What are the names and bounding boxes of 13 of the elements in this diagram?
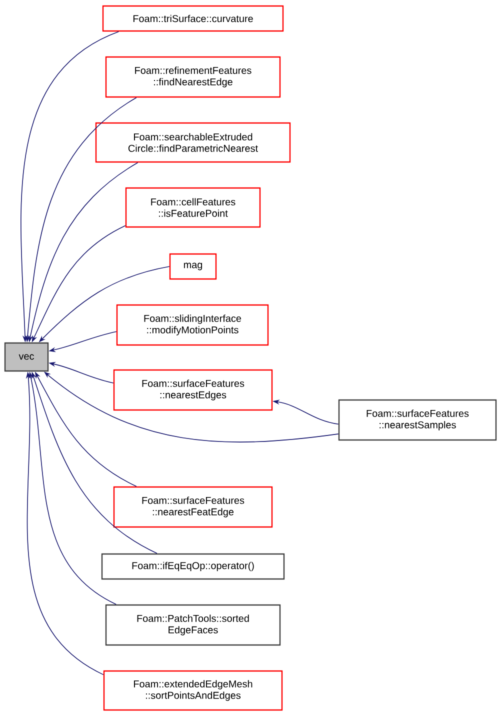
function-box: Foam::slidingInterface ::modifyMotionPoints (116, 304, 269, 346)
function-box: Foam::surfaceFeatures ::nearestSamples (338, 399, 497, 441)
function-box: Foam::triSurface::curvature (102, 5, 284, 32)
function-box: Foam::searchableExtruded Circle::findParametricNearest (95, 122, 291, 163)
function-box: Foam::ifEqEqOp::operator() (101, 553, 285, 580)
function-box: Foam::extendedEdgeMesh ::sortPointsAndEdges (103, 670, 283, 711)
function-box: Foam::PatchTools::sorted EdgeFaces (105, 604, 281, 646)
function-box: mag (169, 253, 217, 280)
function-box: vec (4, 342, 49, 372)
function-box: Foam::cellFeatures ::isFeaturePoint (125, 187, 261, 228)
function-box: Foam::refinementFeatures ::findNearestEdge (105, 56, 281, 98)
function-box: Foam::surfaceFeatures ::nearestFeatEdge (113, 486, 273, 528)
function-box: Foam::surfaceFeatures ::nearestEdges (113, 369, 273, 411)
